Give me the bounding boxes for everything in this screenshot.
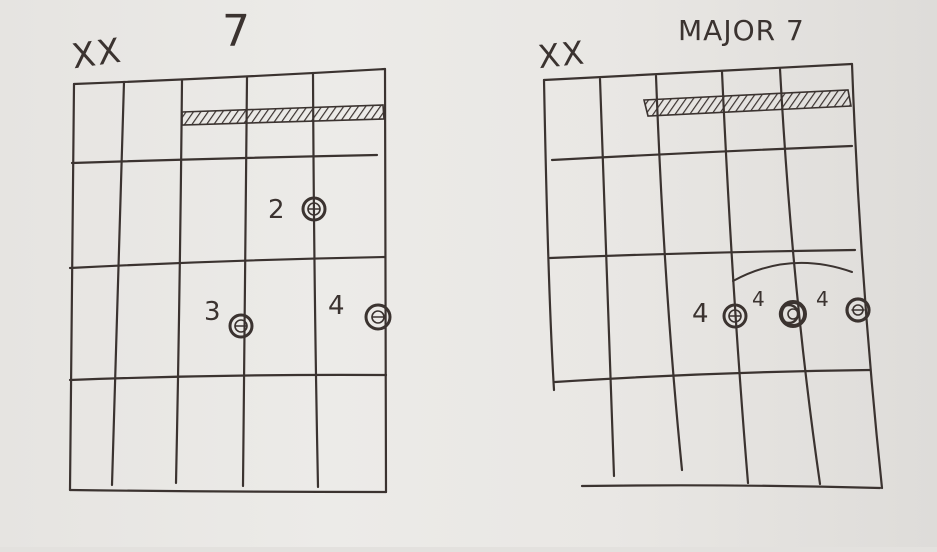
fret-line — [548, 248, 857, 260]
fretboard-nut — [542, 62, 854, 82]
finger-dot — [845, 297, 871, 323]
string-line — [720, 70, 750, 485]
finger-number: 4 — [328, 291, 345, 321]
muted-strings-marker: XX — [69, 31, 125, 78]
finger-dot — [228, 313, 254, 339]
muted-strings-marker: XX — [536, 33, 588, 76]
fretboard-left-edge — [68, 82, 76, 492]
chord-diagram-major7: XX MAJOR 7 — [536, 14, 884, 490]
fretboard-bottom — [68, 488, 388, 494]
barre — [181, 104, 385, 126]
fret-line — [68, 255, 387, 270]
fretboard-right-edge — [383, 67, 388, 494]
chord-title: MAJOR 7 — [678, 14, 805, 47]
fretboard-grid — [542, 62, 884, 490]
string-line — [311, 71, 320, 489]
finger-number: 3 — [204, 297, 221, 327]
string-line — [654, 74, 684, 472]
finger-dot — [364, 303, 392, 331]
fret-line — [550, 144, 854, 162]
finger-number: 4 — [816, 287, 829, 311]
finger-dot — [301, 196, 327, 222]
string-line — [110, 80, 126, 487]
string-line — [241, 75, 249, 488]
finger-number: 4 — [692, 299, 709, 329]
string-line — [598, 77, 616, 478]
finger-number: 2 — [268, 195, 285, 225]
fretboard-nut — [72, 67, 387, 86]
fretboard-right-edge — [850, 62, 884, 490]
finger-number: 4 — [752, 287, 765, 311]
chord-title: 7 — [222, 6, 250, 57]
fret-line — [68, 373, 388, 382]
barre — [642, 89, 852, 117]
finger-dot — [722, 303, 748, 329]
fretboard-left-edge — [542, 78, 556, 392]
fretboard-grid — [68, 67, 388, 494]
string-line — [778, 67, 822, 486]
finger-dot — [778, 300, 807, 328]
fretboard-bottom — [580, 484, 882, 490]
fret-line — [553, 368, 872, 384]
string-line — [174, 78, 184, 485]
chord-diagram-7: XX 7 — [68, 6, 392, 494]
barre-arc — [732, 261, 853, 282]
fret-line — [70, 153, 379, 165]
